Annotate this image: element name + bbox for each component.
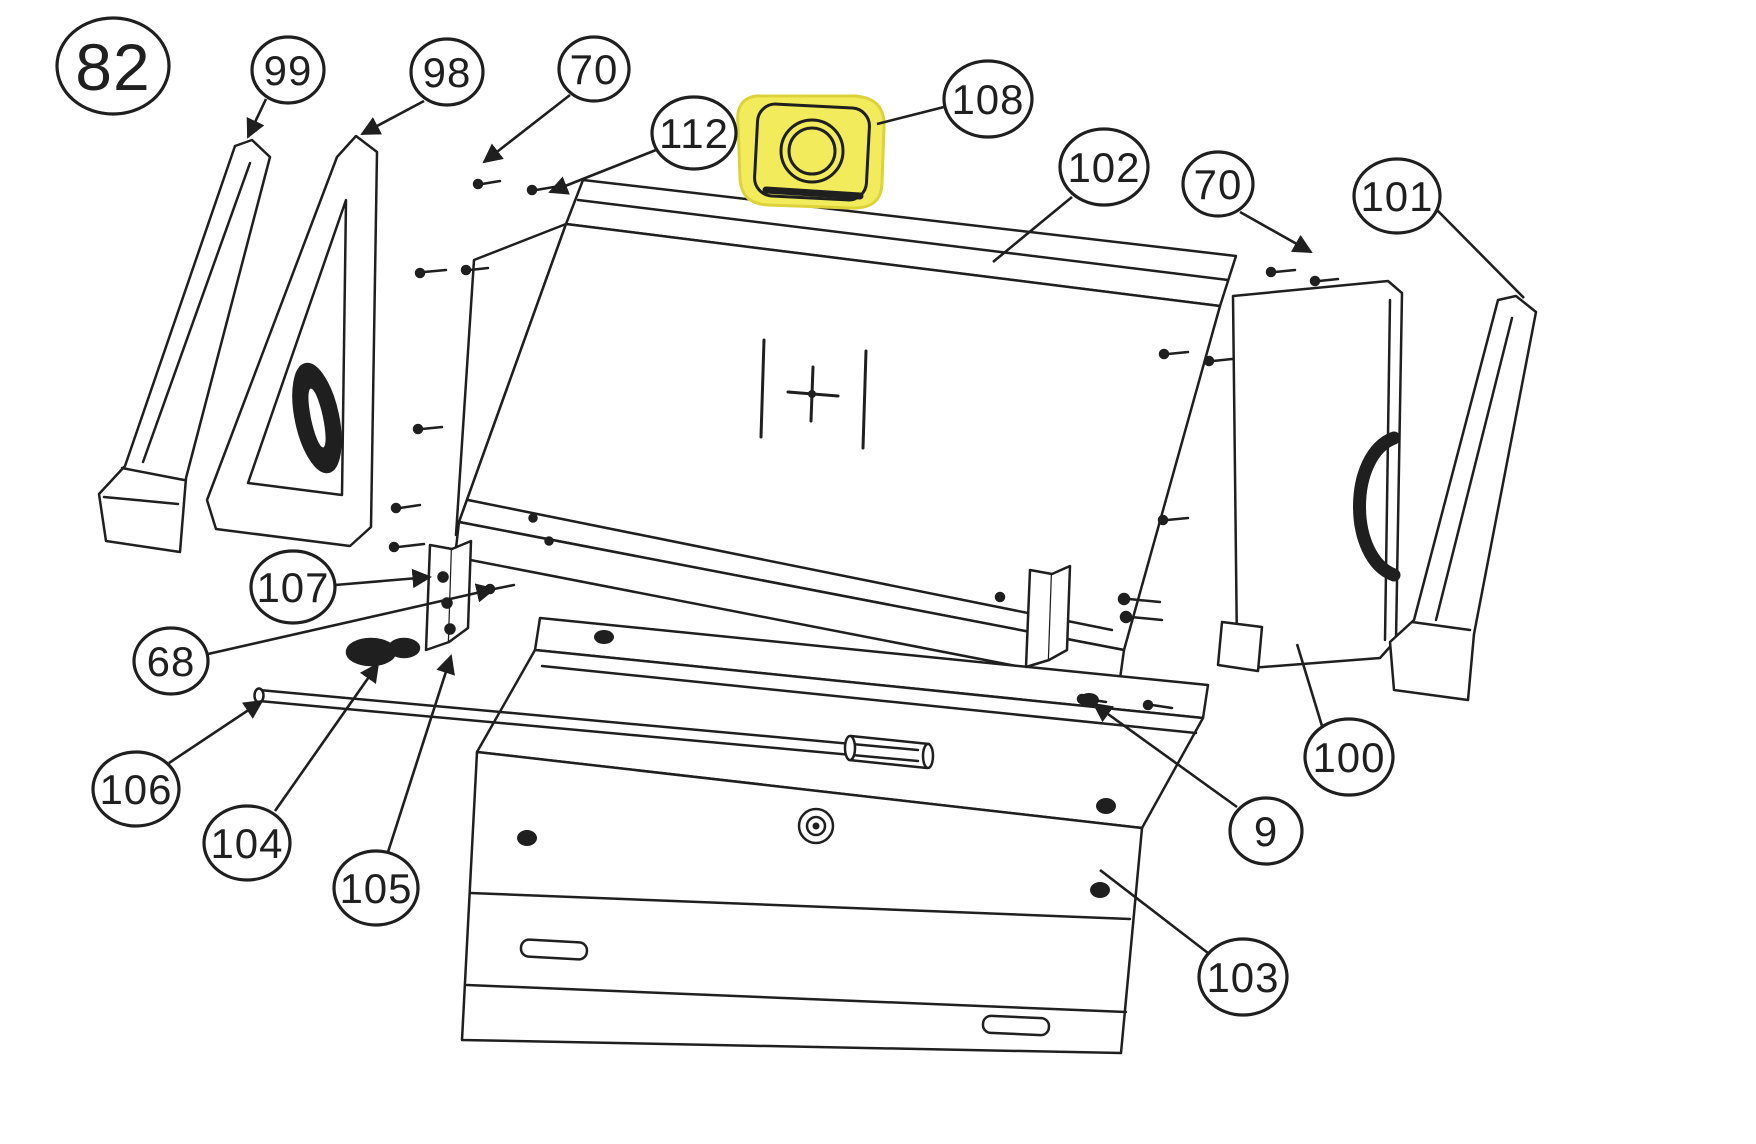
callout-102[interactable]: 102 <box>992 127 1150 264</box>
left-outer-leg <box>97 138 272 554</box>
callout-70b[interactable]: 70 <box>1181 150 1313 254</box>
callout-layer: 82 99 98 70 112 108 102 70 101 107 68 106 104 105 100 9… <box>55 16 1525 1017</box>
left-angle-bracket <box>424 539 473 652</box>
right-inner-panel <box>1216 279 1404 673</box>
leader-line-101 <box>1436 209 1525 299</box>
balloon-70a[interactable] <box>557 35 631 103</box>
left-inner-bracket <box>205 134 379 548</box>
callout-98[interactable]: 98 <box>360 37 485 136</box>
balloon-label-100: 100 <box>1312 734 1385 781</box>
machine-artwork <box>97 94 1538 1055</box>
balloon-101[interactable] <box>1352 157 1442 235</box>
balloon-label-106: 106 <box>99 766 172 813</box>
balloon-102[interactable] <box>1058 127 1150 207</box>
right-outer-leg <box>1388 294 1538 702</box>
balloon-108[interactable] <box>942 59 1034 139</box>
balloon-label-70b: 70 <box>1194 161 1243 208</box>
callout-106[interactable]: 106 <box>91 699 264 828</box>
balloon-label-98: 98 <box>423 49 472 96</box>
leader-line-103 <box>1099 868 1209 955</box>
balloon-103[interactable] <box>1197 937 1289 1017</box>
callout-105[interactable]: 105 <box>332 654 455 927</box>
balloon-label-9: 9 <box>1254 808 1278 855</box>
leader-line-100 <box>1295 643 1324 727</box>
leader-line-70b <box>1239 210 1313 254</box>
balloon-82[interactable] <box>55 16 171 116</box>
callout-101[interactable]: 101 <box>1352 157 1525 299</box>
balloon-99[interactable] <box>250 35 326 105</box>
leader-line-104 <box>273 662 380 812</box>
center-alignment-marks <box>759 338 868 450</box>
balloon-label-102: 102 <box>1067 144 1140 191</box>
balloon-label-103: 103 <box>1206 954 1279 1001</box>
callout-103[interactable]: 103 <box>1099 868 1289 1017</box>
balloon-label-70a: 70 <box>570 46 619 93</box>
leader-line-98 <box>360 99 425 136</box>
balloon-9[interactable] <box>1228 796 1304 866</box>
callout-104[interactable]: 104 <box>202 662 380 882</box>
balloon-label-104: 104 <box>210 820 283 867</box>
balloon-label-112: 112 <box>659 110 729 157</box>
front-apron <box>460 750 1144 1055</box>
balloon-label-101: 101 <box>1360 173 1433 220</box>
balloon-107[interactable] <box>249 549 337 625</box>
highlighted-part-108[interactable] <box>736 94 886 210</box>
balloon-label-82: 82 <box>75 30 150 104</box>
balloon-112[interactable] <box>650 95 738 171</box>
balloon-98[interactable] <box>409 37 485 107</box>
callout-82[interactable]: 82 <box>55 16 171 116</box>
part-108-ring-inner <box>787 126 837 176</box>
callout-112[interactable]: 112 <box>548 95 738 195</box>
clamp-part <box>345 637 421 667</box>
callout-100[interactable]: 100 <box>1295 643 1395 797</box>
part-108-ring-outer <box>779 118 845 184</box>
leader-line-105 <box>386 654 455 853</box>
leader-line-99 <box>246 98 268 139</box>
balloon-106[interactable] <box>91 750 181 828</box>
leader-line-9 <box>1092 702 1238 809</box>
right-angle-bracket <box>1024 564 1072 669</box>
leader-line-106 <box>168 699 264 765</box>
callout-108[interactable]: 108 <box>876 59 1034 139</box>
balloon-105[interactable] <box>332 849 420 927</box>
balloon-label-68: 68 <box>147 638 196 685</box>
leader-line-112 <box>548 148 657 195</box>
part-highlight-glow <box>736 94 886 210</box>
balloon-label-107: 107 <box>256 564 329 611</box>
balloon-label-99: 99 <box>264 47 313 94</box>
balloon-68[interactable] <box>132 626 210 696</box>
leader-line-102 <box>992 195 1073 264</box>
balloon-70b[interactable] <box>1181 150 1255 218</box>
callout-9[interactable]: 9 <box>1092 702 1304 866</box>
part-108-body <box>753 102 871 202</box>
leader-line-108 <box>876 105 945 126</box>
callout-99[interactable]: 99 <box>246 35 326 139</box>
callout-70a[interactable]: 70 <box>482 35 631 164</box>
balloon-100[interactable] <box>1303 717 1395 797</box>
callout-68[interactable]: 68 <box>132 583 496 696</box>
part-108-base-edge <box>762 186 864 200</box>
support-rod <box>253 687 935 770</box>
leader-line-70a <box>482 93 571 164</box>
callout-107[interactable]: 107 <box>249 549 432 625</box>
balloon-label-108: 108 <box>951 76 1024 123</box>
balloon-label-105: 105 <box>339 865 412 912</box>
leader-line-68 <box>207 583 496 656</box>
balloon-104[interactable] <box>202 804 292 882</box>
main-housing <box>453 178 1238 688</box>
leader-line-107 <box>334 568 432 589</box>
